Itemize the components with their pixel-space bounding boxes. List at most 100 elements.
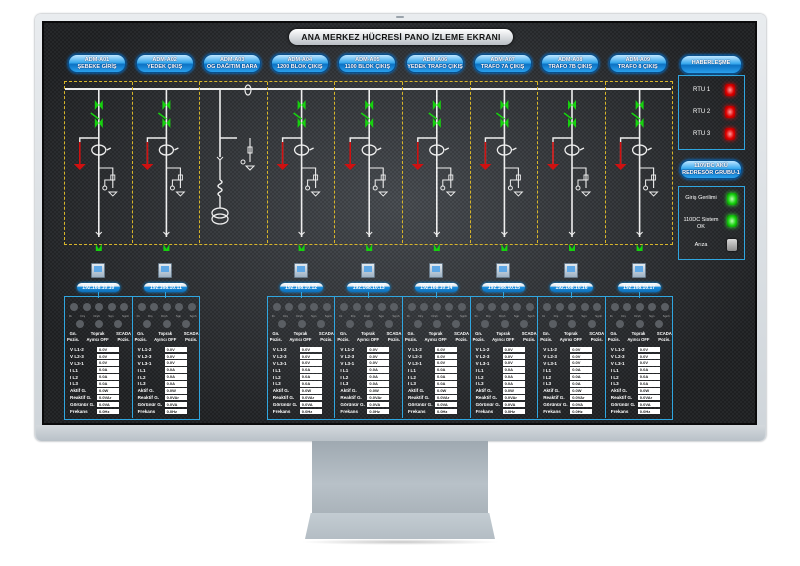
communication-button[interactable]: HABERLEŞME [680,55,742,74]
communication-title: HABERLEŞME [691,60,731,66]
status-lamps [476,320,534,330]
status-lamps [408,320,466,330]
indicator-lamp [525,303,534,311]
rtu-label: RTU 3 [693,131,711,137]
plc-device-icon[interactable] [564,263,578,278]
indicator-label: Drş [486,314,491,318]
indicator-lamp [660,303,669,311]
battery-label: 110DC Sistem OK [683,217,719,230]
measurement-value: 0.0V [97,360,119,366]
status-lamp [548,320,557,328]
indicator-lamp [543,303,552,311]
cell-code: ADM-A06 [422,56,448,63]
indicator-label: Sgn [378,314,384,318]
cell-name: TRAFO 7B ÇIKIŞ [548,64,593,70]
plc-device-icon[interactable] [428,263,443,278]
measurement-row: Görünür G.0.0VA [138,401,198,408]
measurement-value: 0.0V [434,353,457,360]
status-header: Gn.Pozis. [540,331,553,342]
cell-divider [65,82,336,243]
measurement-value: 0.0Hz [97,408,119,415]
measurement-row: Aktif G.0.0W [70,387,130,394]
measurement-label: I L1 [70,367,78,373]
plc-device-icon[interactable] [90,263,105,278]
plc-device-icon[interactable] [361,263,376,278]
cell-name: TRAFO 7A ÇIKIŞ [480,64,525,70]
measurement-row: Görünür G.0.0VA [340,401,400,408]
measurement-label: V L2-3 [543,353,557,359]
measurement-row: Reaktif G.0.0VAr [70,394,130,401]
measurement-value: 0.0VAr [299,394,322,401]
plc-device-icon[interactable] [158,263,173,278]
measurement-row: Reaktif G.0.0VAr [138,394,198,401]
measurement-row: Reaktif G.0.0VAr [340,394,400,401]
measurement-label: V L2-3 [407,353,422,359]
measurement-value: 0.0W [570,388,593,394]
battery-charger-button[interactable]: 110VDC AKÜ REDRESÖR GRUBU-1 [680,160,742,179]
plc-device-icon[interactable] [496,263,511,278]
measurement-value: 0.0W [97,388,119,394]
indicator-label: Sgnh [662,314,670,318]
feeder-5 [344,89,389,251]
cell-divider [65,82,201,243]
cell-name: YEDEK TRAFO ÇIKIŞ [407,64,463,70]
rtu-1-status-led [725,84,735,96]
plc-device-icon[interactable] [631,263,646,278]
indicator-lamps [475,303,534,313]
webcam [396,16,404,18]
status-lamp [635,320,644,328]
measurement-label: V L1-2 [137,346,152,352]
measurement-value: 0.0A [502,367,525,373]
measurement-value: 0.0V [164,353,187,360]
measurement-value: 0.0Hz [502,408,525,415]
indicator-label: Dı [271,314,275,318]
measurement-label: Frekans [340,408,359,414]
ip-address-label: 192.168.10.14 [414,283,458,292]
indicator-lamp [352,303,361,311]
indicator-lamp [187,303,196,311]
battery-status-panel: Giriş Gerilimi 110DC Sistem OK Arıza [678,186,745,260]
battery-title-line1: 110VDC AKÜ [694,162,728,169]
ip-address-label: 192.168.10.11 [144,283,188,292]
measurement-value: 0.0V [637,346,660,353]
battery-label: Giriş Gerilimi [685,195,717,201]
plc-device-icon[interactable] [293,263,308,278]
measurement-label: V L2-3 [137,353,152,359]
status-header: Gn.Pozis. [404,331,418,342]
network-link [300,292,302,298]
indicator-label: Sgnh [392,314,400,318]
status-lamps [70,320,128,330]
network-link [435,292,437,298]
measurement-value: 0.0VA [299,401,322,408]
